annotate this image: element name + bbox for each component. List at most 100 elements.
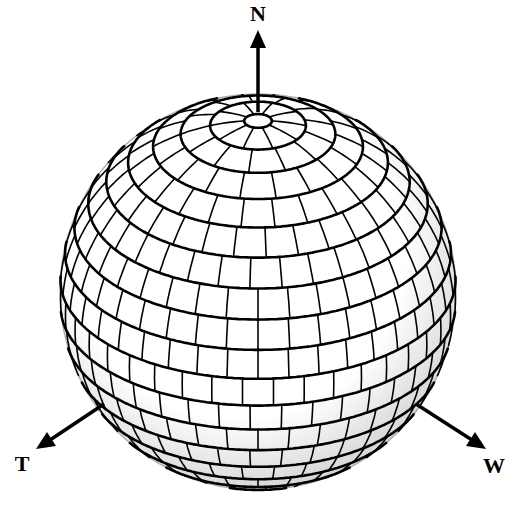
- axis-line: [256, 44, 260, 112]
- tile-line: [316, 283, 321, 314]
- tile-line: [61, 312, 455, 406]
- tile-line: [272, 199, 275, 227]
- tile-line: [81, 265, 90, 293]
- tile-line: [257, 430, 259, 451]
- tile-line: [99, 246, 111, 274]
- tile-line: [449, 269, 454, 296]
- tile-line: [340, 396, 342, 420]
- tile-line: [178, 109, 199, 113]
- tile-line: [206, 100, 220, 102]
- tile-line: [317, 159, 338, 180]
- tile-line: [77, 346, 82, 372]
- tile-line: [273, 466, 275, 479]
- tile-line: [110, 422, 118, 431]
- tile-line: [294, 483, 300, 486]
- tile-line: [211, 376, 213, 403]
- tile-line: [65, 242, 451, 350]
- tile-line: [242, 379, 244, 406]
- tile-line: [111, 413, 123, 433]
- axis-label: N: [250, 2, 266, 26]
- axis-label: W: [483, 454, 505, 478]
- tile-line: [138, 127, 161, 138]
- tile-line: [385, 355, 387, 382]
- tile-line: [391, 378, 395, 403]
- tile-line: [218, 256, 222, 287]
- tile-line: [133, 383, 136, 408]
- tile-line: [67, 331, 72, 357]
- tile-line: [63, 269, 68, 296]
- tile-line: [107, 170, 129, 190]
- tile-line: [257, 320, 259, 350]
- tile-line: [74, 204, 88, 228]
- tile-line: [310, 446, 314, 463]
- tile-line: [341, 115, 361, 123]
- tile-line: [206, 168, 220, 192]
- tile-line: [294, 108, 316, 109]
- tile-line: [338, 439, 345, 457]
- tile-line: [385, 177, 406, 199]
- tile-line: [86, 233, 99, 260]
- tile-line: [367, 388, 370, 412]
- tile-line: [129, 153, 154, 171]
- tile-line: [407, 344, 409, 371]
- axis-line: [416, 404, 472, 440]
- tile-line: [377, 229, 391, 256]
- tile-grid: [61, 95, 456, 490]
- tile-line: [196, 424, 199, 445]
- tile-line: [421, 391, 429, 405]
- tile-line: [153, 134, 181, 146]
- tile-line: [303, 376, 305, 403]
- tile-line: [181, 126, 211, 135]
- tile-line: [425, 332, 427, 359]
- tile-line: [337, 463, 351, 473]
- tile-line: [343, 277, 350, 307]
- tile-line: [362, 153, 387, 171]
- tile-line: [230, 488, 286, 490]
- tile-line: [346, 339, 348, 368]
- tile-line: [88, 175, 427, 289]
- tile-line: [116, 290, 123, 319]
- tile-line: [257, 479, 259, 487]
- tile-line: [240, 172, 245, 198]
- tile-line: [335, 134, 363, 146]
- tile-line: [393, 290, 400, 319]
- tile-line: [342, 212, 356, 240]
- tile-line: [293, 225, 299, 255]
- tile-line: [353, 448, 365, 463]
- tile-line: [168, 339, 170, 368]
- tile-line: [74, 207, 441, 320]
- tile-line: [301, 463, 306, 476]
- tile-line: [318, 345, 319, 374]
- tile-line: [118, 322, 121, 350]
- tile-line: [77, 189, 91, 212]
- tile-line: [167, 418, 172, 439]
- tile-line: [137, 129, 147, 135]
- tile-line: [91, 167, 109, 187]
- tile-line: [385, 419, 396, 438]
- tile-line: [138, 167, 161, 188]
- tile-line: [91, 360, 95, 385]
- tile-line: [209, 463, 214, 476]
- tile-line: [376, 135, 396, 150]
- tile-line: [74, 318, 76, 345]
- tile-line: [107, 344, 109, 371]
- tile-line: [243, 103, 254, 115]
- tile-line: [298, 195, 308, 223]
- tile-line: [115, 223, 130, 250]
- tile-line: [232, 486, 237, 489]
- tile-line: [428, 204, 442, 228]
- tile-line: [308, 253, 314, 284]
- tile-line: [249, 406, 251, 430]
- tile-line: [367, 269, 376, 298]
- tile-line: [288, 318, 290, 348]
- tile-line: [129, 140, 154, 154]
- tile-line: [153, 98, 363, 199]
- tile-line: [70, 283, 74, 310]
- tile-line: [357, 239, 369, 268]
- tile-line: [280, 405, 282, 429]
- tile-line: [152, 448, 164, 463]
- axis-label: T: [15, 452, 30, 476]
- tile-line: [155, 179, 175, 203]
- tile-line: [297, 168, 311, 192]
